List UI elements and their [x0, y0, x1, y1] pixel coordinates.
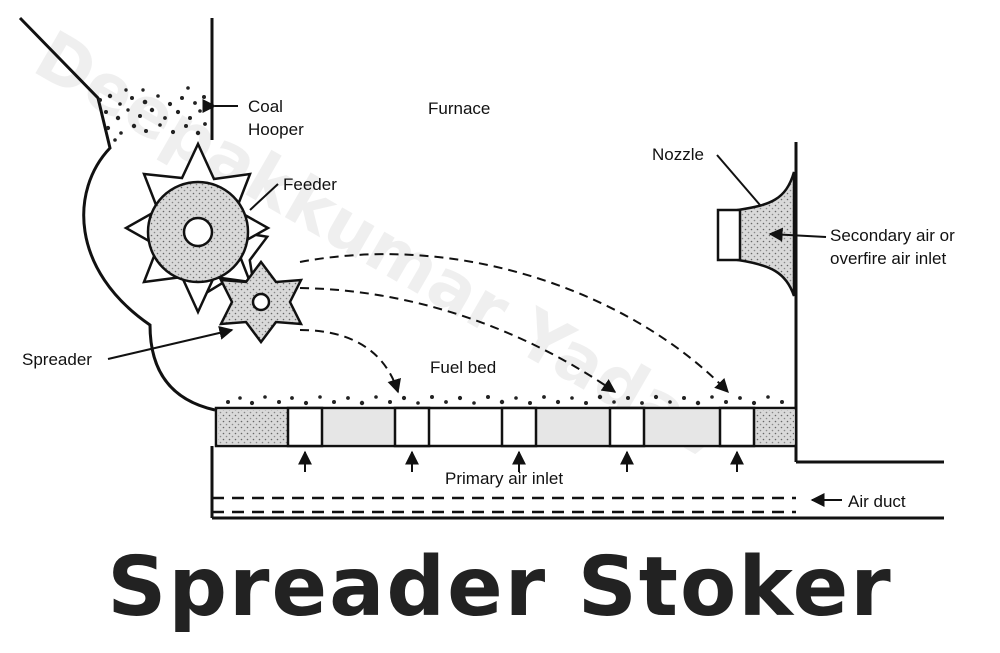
- page-title: Spreader Stoker: [107, 540, 893, 635]
- spreader-label: Spreader: [22, 350, 92, 369]
- fuel-bed-particles: [226, 394, 784, 406]
- primary-air-label: Primary air inlet: [445, 469, 563, 488]
- feeder-label: Feeder: [283, 175, 337, 194]
- air-duct-label: Air duct: [848, 492, 906, 511]
- feeder-wheel: [123, 141, 271, 316]
- nozzle: [716, 171, 796, 297]
- primary-air-arrows: [298, 450, 744, 472]
- furnace-label: Furnace: [428, 99, 490, 118]
- nozzle-label: Nozzle: [652, 145, 704, 164]
- air-duct: [210, 446, 944, 520]
- grate: [214, 406, 798, 448]
- spreader-rotor: [218, 259, 304, 345]
- coal-particles: [98, 86, 207, 142]
- fuel-bed-label: Fuel bed: [430, 358, 496, 377]
- secondary-air-pointer: [768, 227, 827, 242]
- furnace-right-wall: [794, 142, 944, 464]
- secondary-air-label: Secondary air or: [830, 226, 955, 245]
- coal-hopper-label: Coal: [248, 97, 283, 116]
- coal-hopper-label-2: Hooper: [248, 120, 304, 139]
- coal-trajectories: [299, 253, 729, 394]
- hopper-outline: [18, 16, 216, 412]
- secondary-air-label-2: overfire air inlet: [830, 249, 946, 268]
- spreader-pointer: [107, 326, 234, 360]
- feeder-pointer: [249, 183, 279, 211]
- nozzle-pointer: [716, 154, 761, 206]
